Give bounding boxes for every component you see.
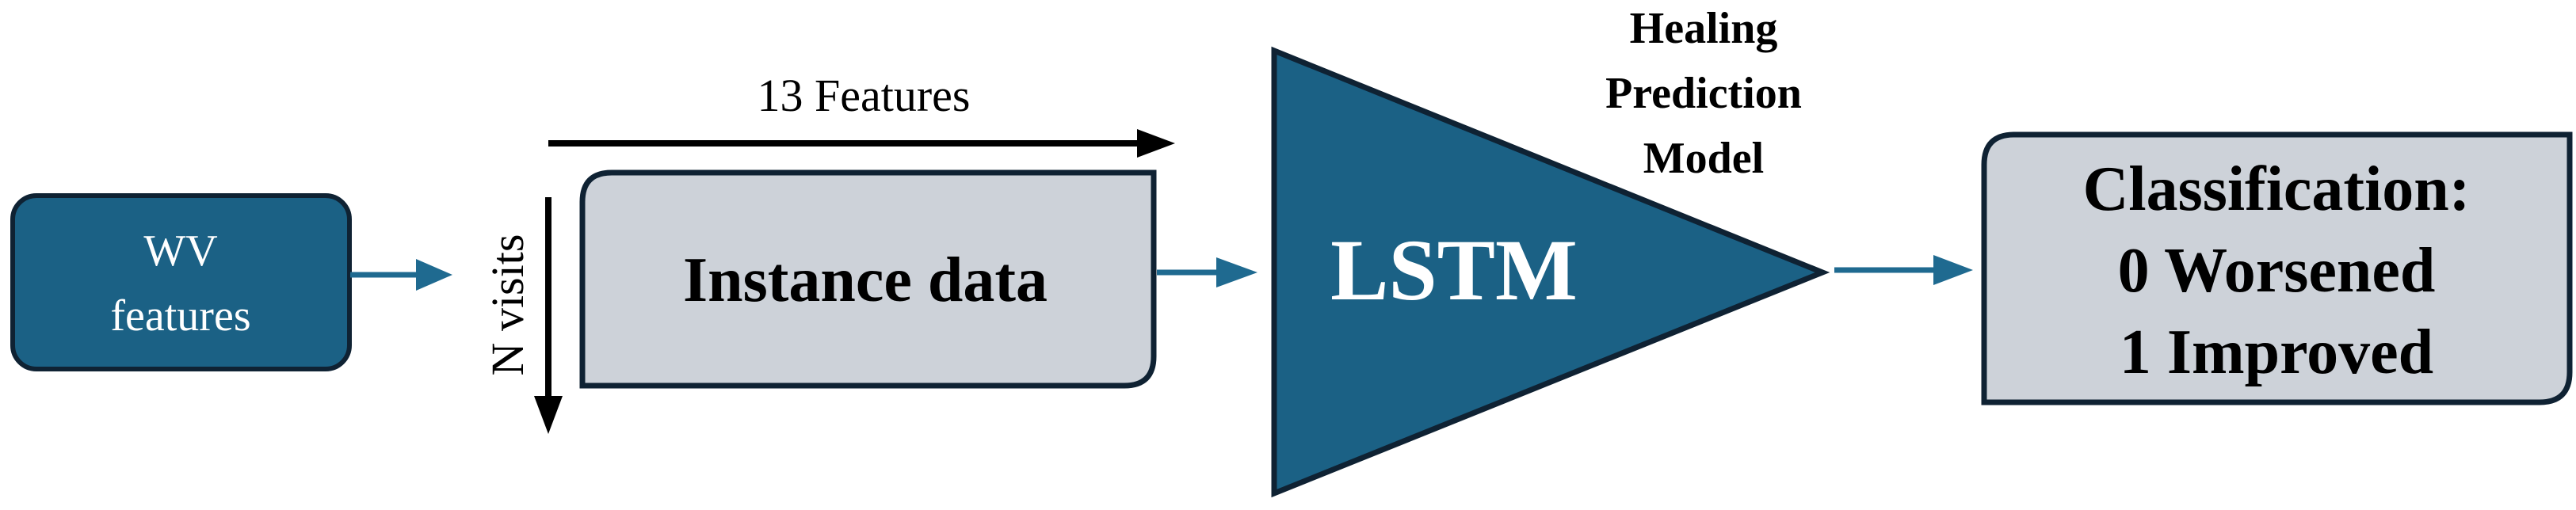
instance-data-box-shape: [579, 169, 1157, 389]
visits-axis-arrow: [534, 197, 563, 434]
instance-data-label: Instance data: [683, 245, 1048, 315]
arrow-lstm-to-classification: [1834, 255, 1973, 285]
visits-axis-label: N visits: [482, 234, 533, 376]
arrow-instance-to-lstm: [1157, 257, 1257, 287]
model-title-line1: Healing: [1630, 4, 1778, 53]
classification-title: Classification:: [2083, 154, 2471, 224]
lstm-label: LSTM: [1330, 222, 1578, 318]
lstm-block: LSTM: [1271, 46, 1830, 498]
classification-box-shape: [1981, 131, 2573, 405]
arrow-wv-to-instance: [350, 259, 452, 291]
model-title-line2: Prediction: [1605, 69, 1802, 118]
instance-data-box: Instance data: [579, 169, 1157, 389]
wv-features-box-shape: [10, 193, 352, 371]
wv-features-label-line2: features: [110, 291, 250, 341]
features-axis-arrow: [548, 129, 1175, 158]
classification-class-0: 0 Worsened: [2118, 236, 2436, 306]
model-title: Healing Prediction Model: [1605, 4, 1802, 183]
model-title-line3: Model: [1643, 134, 1764, 183]
wv-features-box: WV features: [10, 193, 352, 371]
lstm-triangle: [1271, 46, 1830, 498]
classification-class-1: 1 Improved: [2120, 318, 2433, 387]
classification-box: Classification: 0 Worsened 1 Improved: [1981, 131, 2573, 405]
features-axis-label: 13 Features: [758, 70, 971, 121]
wv-features-label-line1: WV: [143, 226, 217, 276]
